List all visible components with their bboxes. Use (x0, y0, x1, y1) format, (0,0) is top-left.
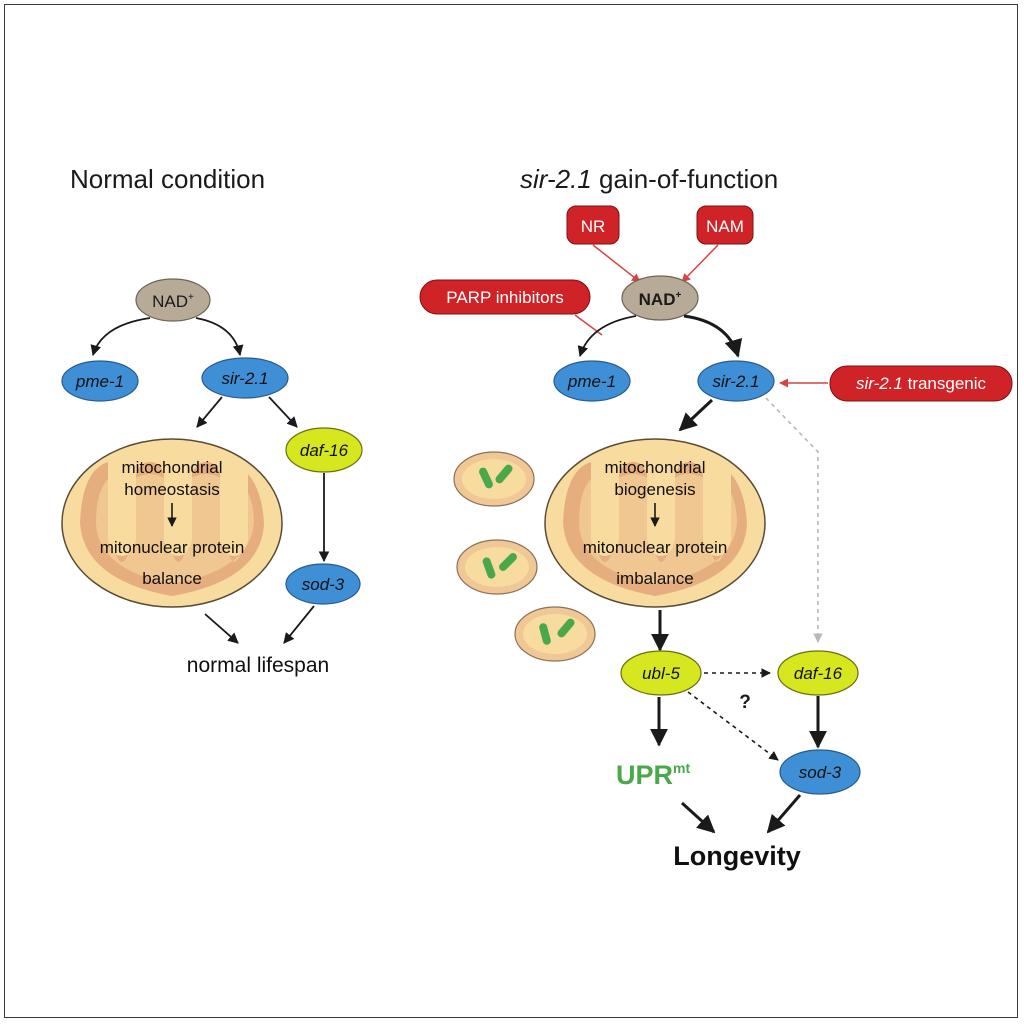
left-panel-title: Normal condition (70, 164, 265, 194)
mtdna-3a (539, 623, 551, 645)
parp-inhibitors-box (419, 279, 591, 315)
mito-text-4-right: imbalance (616, 569, 694, 588)
pme1-label-right: pme-1 (567, 372, 616, 391)
mito-text-2-left: homeostasis (124, 480, 219, 499)
sir21-transgenic-box (829, 365, 1013, 402)
right-panel-title: sir-2.1 gain-of-function (520, 164, 778, 194)
pme1-node-left (61, 360, 139, 402)
arrow-sir21-to-mito-right (678, 398, 714, 432)
mito-text-1-right: mitochondrial (604, 458, 705, 477)
longevity-label: Longevity (673, 841, 801, 871)
mito-text-1-left: mitochondrial (121, 458, 222, 477)
arrow-nr-to-nad (592, 244, 641, 283)
arrow-nam-to-nad (681, 244, 719, 283)
mito-text-3-right: mitonuclear protein (583, 538, 728, 557)
arrow-nad-to-sir21-left (195, 317, 244, 357)
upr-mt-label: UPRmt (616, 760, 690, 790)
arrow-mito-to-lifespan-left (204, 613, 239, 644)
sir21-label-right: sir-2.1 (713, 372, 760, 391)
small-mitochondrion-3-inner (523, 614, 587, 654)
sod3-node-left (285, 563, 361, 605)
nad-label-right: NAD+ (639, 290, 682, 309)
mtdna-3b (557, 618, 575, 638)
daf16-node-right (777, 650, 859, 696)
nr-box (566, 205, 620, 245)
nad-node-left (135, 278, 211, 322)
daf16-node-left (285, 427, 363, 473)
left-panel: Normal condition NAD+ pme-1 sir-2.1 mito… (61, 164, 363, 677)
arrow-sir21-to-daf16-left (268, 396, 298, 428)
arrow-ubl5-to-sod3-dashed (687, 691, 779, 761)
mito-text-2-right: biogenesis (614, 480, 695, 499)
mito-text-3-left: mitonuclear protein (100, 538, 245, 557)
mtdna-2a (482, 557, 496, 579)
nad-node-right (621, 275, 699, 321)
arrow-sir21-to-mito-left (196, 396, 223, 428)
sir21-node-left (201, 357, 289, 399)
small-mitochondrion-1-inner (462, 459, 526, 499)
sod3-node-right (779, 749, 861, 795)
parp-inhibition-line (574, 314, 603, 336)
nam-box (696, 205, 754, 245)
sir21-node-right (697, 360, 775, 402)
mtdna-2b (499, 553, 517, 571)
sod3-label-left: sod-3 (302, 575, 345, 594)
mito-text-4-left: balance (142, 569, 202, 588)
small-mitochondria (453, 451, 596, 662)
arrow-sir21-to-daf16-dashed (765, 397, 823, 643)
sod3-label-right: sod-3 (799, 763, 842, 782)
sir21-transgenic-label: sir-2.1 transgenic (856, 374, 987, 393)
ubl5-node (620, 650, 702, 696)
daf16-label-right: daf-16 (794, 664, 843, 683)
arrow-nad-to-pme1-left (90, 317, 151, 357)
parp-inhibitors-label: PARP inhibitors (446, 288, 563, 307)
mtdna-1b (495, 464, 513, 484)
arrow-sod3-to-longevity (766, 794, 802, 834)
nad-label-left: NAD+ (152, 292, 194, 311)
sir21-label-left: sir-2.1 (222, 369, 269, 388)
mitochondrion-right (544, 438, 766, 608)
arrow-upr-to-longevity (680, 801, 716, 834)
nr-label: NR (581, 217, 606, 236)
arrow-sod3-to-lifespan-left (283, 605, 315, 644)
arrow-nad-to-pme1-right (577, 315, 637, 358)
mtdna-1a (479, 467, 493, 489)
daf16-label-left: daf-16 (300, 441, 349, 460)
ubl5-label: ubl-5 (642, 664, 680, 683)
mitochondrion-left (61, 438, 283, 608)
right-panel: sir-2.1 gain-of-function NR NAM PARP inh… (419, 164, 1013, 871)
nam-label: NAM (706, 217, 744, 236)
arrow-nad-to-sir21-right (683, 314, 743, 358)
question-mark: ? (739, 692, 751, 713)
figure-border (4, 4, 1018, 1018)
pme1-node-right (553, 360, 631, 402)
pme1-label-left: pme-1 (75, 372, 124, 391)
normal-lifespan-label: normal lifespan (187, 654, 329, 677)
small-mitochondrion-2-inner (465, 547, 529, 587)
